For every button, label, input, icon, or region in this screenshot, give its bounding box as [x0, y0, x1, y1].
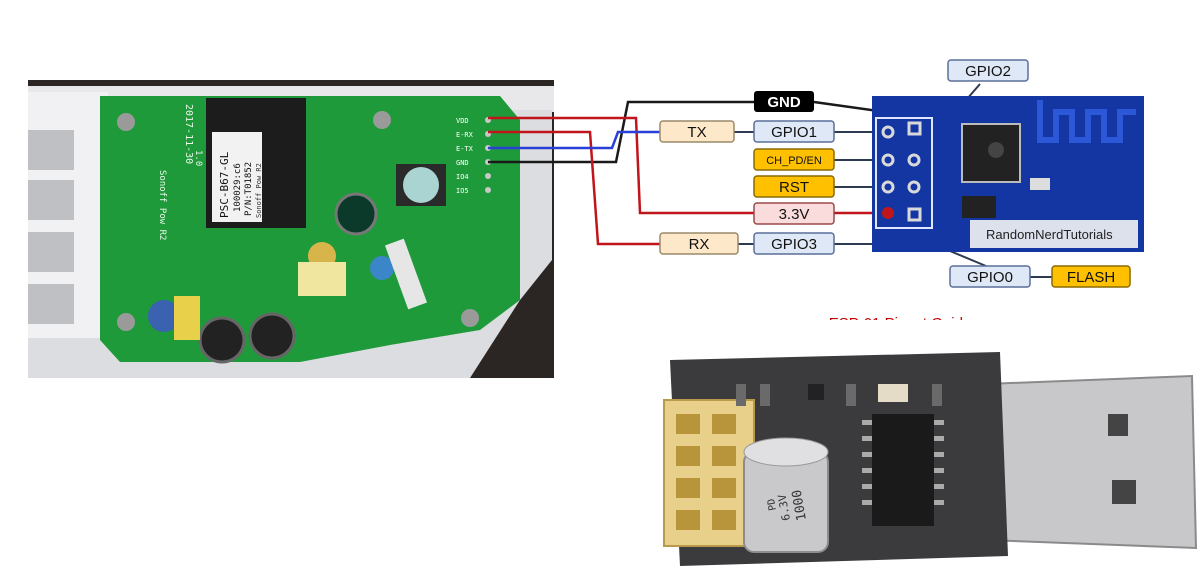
ch-pd-en-label-box — [753, 148, 835, 171]
screw — [117, 313, 135, 331]
pcb-rev-text: 1.0 — [193, 150, 203, 166]
usb-serial-ic — [872, 414, 934, 526]
cap-value-text: 1000 — [790, 488, 810, 521]
header-pin-label: GND — [456, 159, 469, 167]
wire-erx-rx — [488, 130, 660, 246]
v33-label-box — [753, 202, 835, 225]
capacitor — [334, 192, 378, 236]
wire-etx-tx — [488, 130, 660, 150]
esp-pin-header — [875, 117, 933, 229]
rst-label-box — [753, 175, 835, 198]
usb-plug — [985, 374, 1198, 550]
screw — [461, 309, 479, 327]
gpio3-label: GPIO3 — [771, 236, 817, 253]
capacitor — [198, 316, 246, 364]
ch-pd-en-label: CH_PD/EN — [766, 155, 822, 167]
relay-line3-text: P/N:T01852 — [244, 162, 254, 216]
rx-label-box — [659, 232, 739, 255]
pcb-board-text: Sonoff Pow R2 — [157, 170, 167, 240]
flash-label: FLASH — [1067, 269, 1115, 286]
header-pin-label: VDD — [456, 117, 469, 125]
terminal-blocks — [28, 130, 74, 324]
header-pin-label: E-TX — [456, 145, 474, 153]
wire-vdd-33v — [488, 116, 754, 215]
rst-label: RST — [779, 179, 809, 196]
gnd-label: GND — [767, 94, 801, 111]
screw — [117, 113, 135, 131]
header-pin-label: IO4 — [456, 173, 469, 181]
usb-adapter-photo: 1000 6.3V PD — [663, 320, 1200, 586]
tx-label: TX — [687, 124, 706, 141]
gpio1-label: GPIO1 — [771, 124, 817, 141]
gpio1-label-box — [753, 120, 835, 143]
watermark-text: RandomNerdTutorials — [986, 227, 1113, 242]
screw — [373, 111, 391, 129]
sonoff-pow-photo: PSC-B67-GL 100029:c6 P/N:T01852 Sonoff P… — [28, 80, 554, 378]
gpio0-label-box — [949, 265, 1031, 288]
esp-pins — [881, 125, 921, 194]
gnd-label-box — [754, 91, 814, 112]
gpio2-label: GPIO2 — [965, 63, 1011, 80]
pin-labels: GND GPIO2 TX GPIO1 CH_PD/EN RST 3.3V RX … — [659, 59, 1131, 288]
capacitor — [248, 312, 296, 360]
header-pin-label: E-RX — [456, 131, 474, 139]
cap-volt-text: 6.3V — [775, 493, 792, 522]
antenna-trace — [1037, 100, 1136, 143]
gpio2-label-box — [947, 59, 1029, 82]
relay-line2-text: 100029:c6 — [233, 163, 243, 212]
flash-label-box — [1051, 265, 1131, 288]
gpio3-label-box — [753, 232, 835, 255]
esp01-board: RandomNerdTutorials — [872, 96, 1144, 252]
relay-model-text: PSC-B67-GL — [218, 151, 231, 218]
gpio0-label: GPIO0 — [967, 269, 1013, 286]
cap-pd-text: PD — [766, 498, 779, 512]
rx-label: RX — [689, 236, 710, 253]
tx-label-box — [659, 120, 735, 143]
relay-line4-text: Sonoff Pow R2 — [255, 163, 263, 218]
pcb-date-text: 2017-11-30 — [183, 104, 194, 164]
v33-label: 3.3V — [779, 206, 810, 223]
header-pin-label: IO5 — [456, 187, 469, 195]
